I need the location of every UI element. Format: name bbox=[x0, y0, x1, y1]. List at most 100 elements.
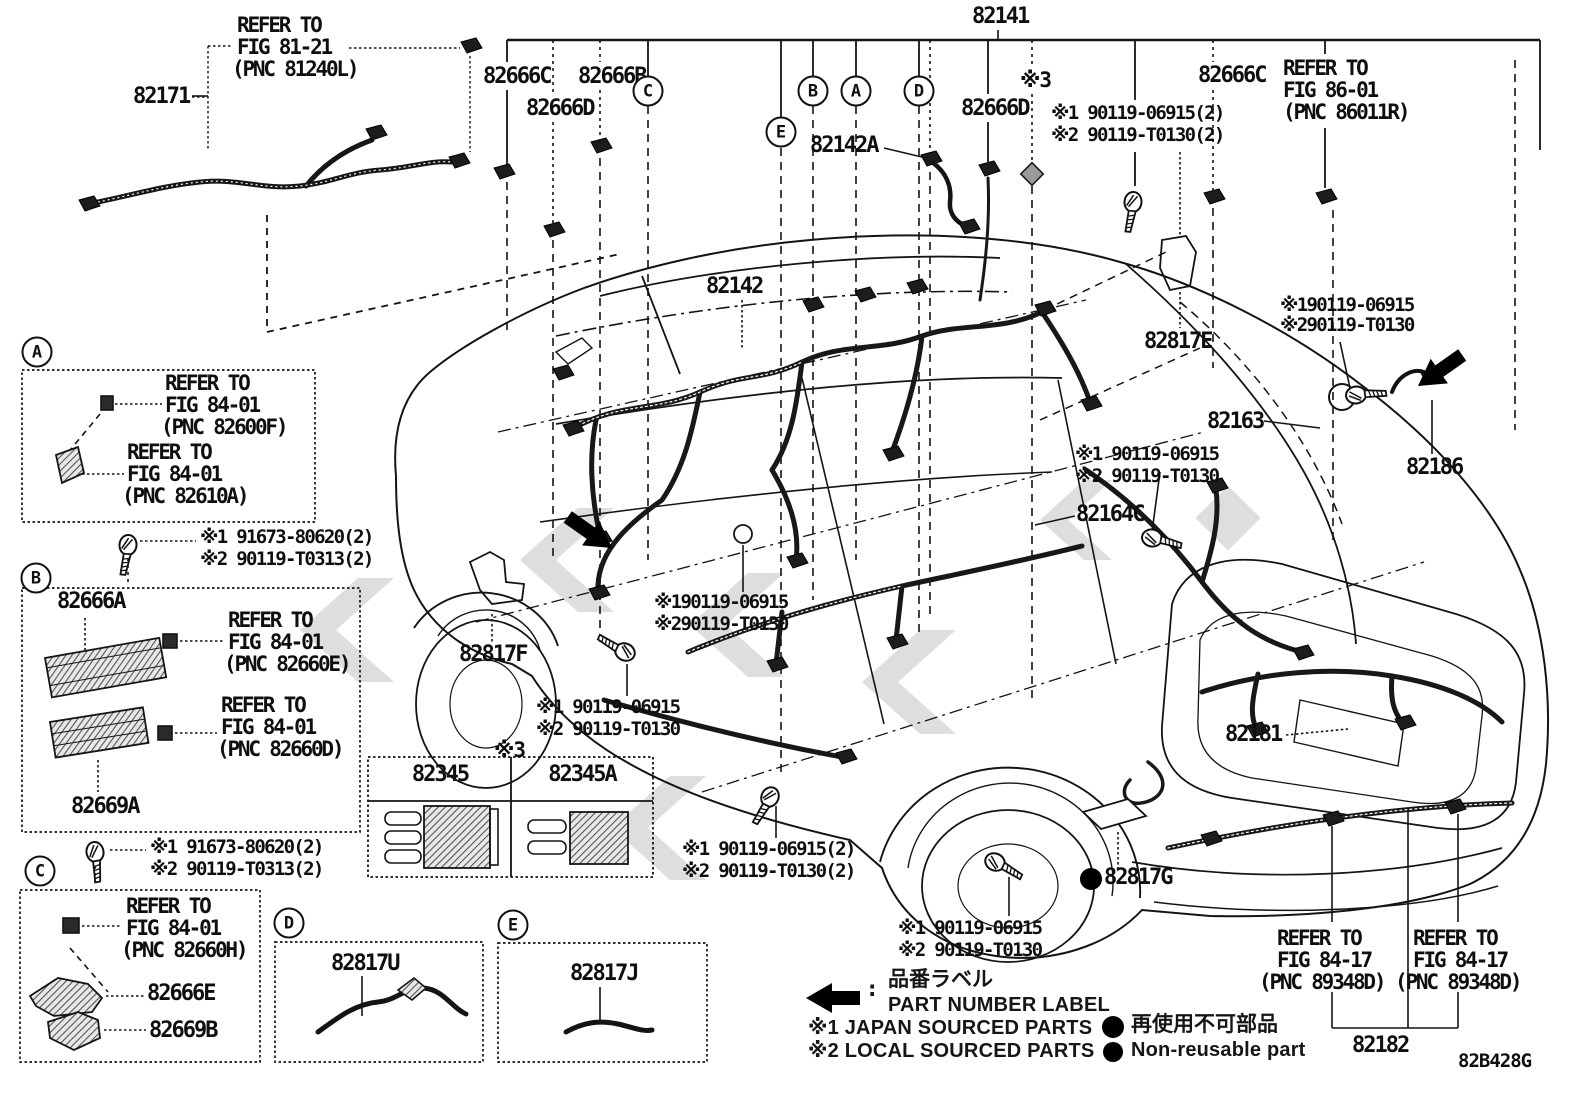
refer-fig84-17a-line2: FIG 84-17 bbox=[1277, 948, 1373, 972]
note-right2-1: ※1 90119-06915 bbox=[1075, 443, 1220, 465]
callout-marker-C-top: C bbox=[632, 75, 664, 107]
part-82669A: 82669A bbox=[71, 794, 140, 819]
callout-marker-E-top: E bbox=[765, 116, 797, 148]
roof-harness-82171 bbox=[78, 37, 483, 212]
boxC-refer-line1: REFER TO bbox=[126, 894, 212, 918]
note-bot1-1: ※1 90119-06915(2) bbox=[682, 838, 856, 860]
boxB-refer1-line1: REFER TO bbox=[228, 608, 314, 632]
part-82666C-right: 82666C bbox=[1198, 63, 1267, 88]
boxB-refer1-line2: FIG 84-01 bbox=[228, 630, 324, 654]
refer-fig81-21-line1: REFER TO bbox=[237, 13, 323, 37]
refer-fig84-17a-line3: (PNC 89348D) bbox=[1259, 970, 1387, 994]
detail-box-marker-E: E bbox=[497, 909, 529, 941]
part-82163: 82163 bbox=[1207, 409, 1265, 434]
boxB-refer1-line3: (PNC 82660E) bbox=[224, 652, 352, 676]
note-mid1-1: ※190119-06915 bbox=[654, 591, 789, 613]
part-82666D-left: 82666D bbox=[526, 96, 595, 121]
refer-fig84-17b-line3: (PNC 89348D) bbox=[1395, 970, 1523, 994]
legend-dots bbox=[1102, 1016, 1124, 1062]
symbol-3-top: ※3 bbox=[1020, 68, 1052, 92]
callout-bracket-82141 bbox=[493, 30, 1541, 772]
part-82666A: 82666A bbox=[57, 589, 126, 614]
legend-nonreusable-en: Non-reusable part bbox=[1131, 1039, 1306, 1061]
boxA-refer1-line1: REFER TO bbox=[165, 371, 251, 395]
detail-box-marker-B: B bbox=[20, 562, 52, 594]
diagram-code: 82B428G bbox=[1458, 1050, 1532, 1072]
part-82164C: 82164C bbox=[1076, 502, 1145, 527]
refer-fig86-01-line3: (PNC 86011R) bbox=[1283, 100, 1411, 124]
part-82666E: 82666E bbox=[147, 981, 216, 1006]
table-header-82345A: 82345A bbox=[548, 762, 617, 787]
part-82817U: 82817U bbox=[331, 951, 400, 976]
refer-fig84-17a-line1: REFER TO bbox=[1277, 926, 1363, 950]
boxC-refer-line2: FIG 84-01 bbox=[126, 916, 222, 940]
boxA-refer2-line3: (PNC 82610A) bbox=[122, 484, 250, 508]
part-82817F: 82817F bbox=[459, 642, 528, 667]
parts-table-art bbox=[367, 756, 654, 878]
refer-fig81-21-line2: FIG 81-21 bbox=[237, 35, 333, 59]
note-bot2-2: ※2 90119-T0130 bbox=[898, 939, 1043, 961]
part-82666B: 82666B bbox=[578, 64, 647, 89]
legend-local-sourced: ※2 LOCAL SOURCED PARTS bbox=[808, 1040, 1095, 1062]
note-top-2: ※2 90119-T0130(2) bbox=[1051, 124, 1225, 146]
part-82142A: 82142A bbox=[810, 133, 879, 158]
note-mid1-2: ※290119-T0130 bbox=[654, 613, 789, 635]
callout-marker-A-top: A bbox=[840, 75, 872, 107]
part-82171: 82171 bbox=[133, 84, 191, 109]
legend-colon: : bbox=[868, 977, 877, 1001]
legend-part-number-label-en: PART NUMBER LABEL bbox=[888, 994, 1110, 1016]
refer-fig84-17b-line2: FIG 84-17 bbox=[1413, 948, 1509, 972]
note-boltB-1: ※1 91673-80620(2) bbox=[150, 836, 324, 858]
part-82666C-left: 82666C bbox=[483, 64, 552, 89]
detail-box-marker-C: C bbox=[24, 855, 56, 887]
part-82817G: 82817G bbox=[1104, 865, 1173, 890]
refer-fig81-21-line3: (PNC 81240L) bbox=[232, 57, 360, 81]
boxA-refer1-line3: (PNC 82600F) bbox=[161, 415, 289, 439]
callout-marker-D-top: D bbox=[903, 75, 935, 107]
part-82669B: 82669B bbox=[149, 1018, 218, 1043]
note-mid2-2: ※2 90119-T0130 bbox=[536, 718, 681, 740]
boxB-refer2-line2: FIG 84-01 bbox=[221, 715, 317, 739]
part-82182: 82182 bbox=[1352, 1033, 1410, 1058]
boxB-refer2-line3: (PNC 82660D) bbox=[217, 737, 345, 761]
detail-box-contents bbox=[28, 395, 655, 1051]
leaders-and-fasteners bbox=[192, 95, 1459, 1029]
part-82817E: 82817E bbox=[1144, 329, 1213, 354]
boxA-refer2-line1: REFER TO bbox=[127, 440, 213, 464]
note-top-1: ※1 90119-06915(2) bbox=[1051, 102, 1225, 124]
callout-marker-B-top: B bbox=[797, 75, 829, 107]
boxC-refer-line3: (PNC 82660H) bbox=[121, 938, 249, 962]
refer-fig86-01-line1: REFER TO bbox=[1283, 56, 1369, 80]
watermark bbox=[300, 480, 1261, 880]
note-right1-2: ※290119-T0130 bbox=[1280, 314, 1415, 336]
note-bot2-1: ※1 90119-06915 bbox=[898, 917, 1043, 939]
legend-part-number-label-jp: 品番ラベル bbox=[888, 967, 993, 991]
part-82141: 82141 bbox=[972, 4, 1030, 29]
projection-lines bbox=[266, 215, 1201, 421]
part-82817J: 82817J bbox=[570, 961, 639, 986]
part-82181: 82181 bbox=[1225, 722, 1283, 747]
note-boltB-2: ※2 90119-T0313(2) bbox=[150, 858, 324, 880]
part-82186: 82186 bbox=[1406, 455, 1464, 480]
note-boltA-1: ※1 91673-80620(2) bbox=[200, 526, 374, 548]
table-header-82345: 82345 bbox=[411, 762, 470, 787]
part-82142: 82142 bbox=[706, 274, 764, 299]
harness-connectors bbox=[552, 278, 1467, 847]
part-82666D-right: 82666D bbox=[961, 96, 1030, 121]
legend-nonreusable-jp: 再使用不可部品 bbox=[1131, 1012, 1278, 1036]
note-mid2-1: ※1 90119-06915 bbox=[536, 696, 681, 718]
legend-japan-sourced: ※1 JAPAN SOURCED PARTS bbox=[808, 1017, 1093, 1039]
car-body bbox=[394, 234, 1549, 963]
note-bot1-2: ※2 90119-T0130(2) bbox=[682, 860, 856, 882]
boxA-refer1-line2: FIG 84-01 bbox=[165, 393, 261, 417]
detail-box-marker-D: D bbox=[273, 907, 305, 939]
symbol-3-table: ※3 bbox=[494, 738, 526, 762]
boxA-refer2-line2: FIG 84-01 bbox=[127, 462, 223, 486]
note-right1-1: ※190119-06915 bbox=[1280, 294, 1415, 316]
detail-boxes bbox=[19, 369, 708, 1063]
boxB-refer2-line1: REFER TO bbox=[221, 693, 307, 717]
note-right2-2: ※2 90119-T0130 bbox=[1075, 465, 1220, 487]
detail-box-marker-A: A bbox=[21, 336, 53, 368]
